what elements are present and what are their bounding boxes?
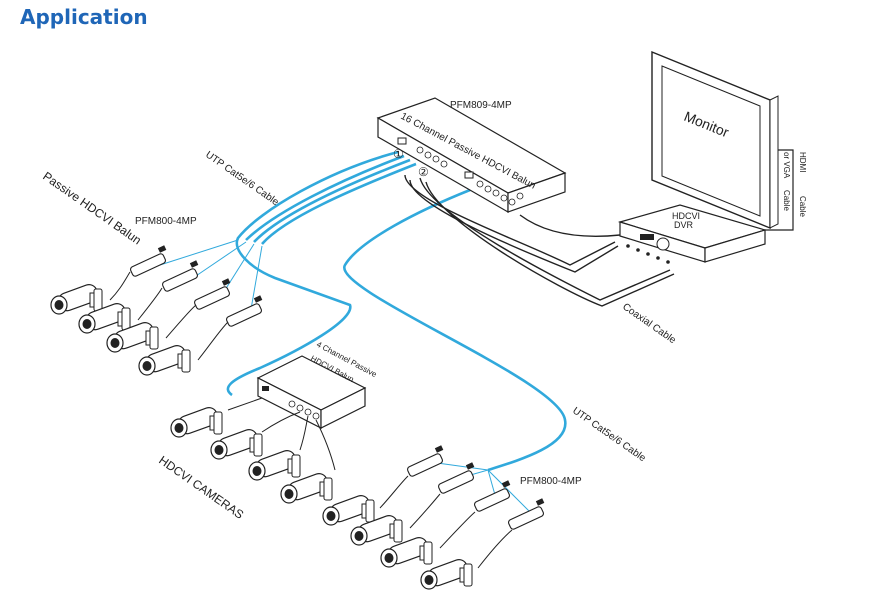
utp-cables [226, 150, 567, 472]
balun-4-box [256, 355, 367, 429]
marker-1: ① [393, 147, 404, 161]
camera [78, 300, 131, 334]
hdmi-label-2: Cable [798, 196, 807, 217]
camera [106, 319, 159, 353]
balun [193, 277, 231, 311]
hdmi-label-3: or VGA [782, 152, 791, 179]
hdmi-label-1: HDMI [798, 152, 807, 172]
camera [380, 534, 433, 568]
hdmi-label-4: Cable [782, 190, 791, 211]
dvr-label-1: HDCVI [672, 211, 700, 221]
balun [225, 294, 263, 328]
balun [437, 461, 475, 495]
pfm809-label: PFM809-4MP [450, 100, 512, 111]
middle-camera-group [170, 397, 336, 504]
pfm800-left-label: PFM800-4MP [135, 216, 197, 227]
coax-cables [404, 174, 675, 307]
dvr [617, 204, 768, 263]
dvr-label-2: DVR [674, 220, 694, 230]
marker-2: ② [418, 165, 429, 179]
utp-bottom-label: UTP Cat5e/6 Cable [570, 405, 648, 464]
balun [161, 259, 199, 293]
camera [170, 404, 223, 438]
camera [280, 470, 333, 504]
utp-top-label: UTP Cat5e/6 Cable [203, 149, 281, 208]
left-balun-group [50, 244, 263, 376]
cameras-label: HDCVI CAMERAS [156, 453, 246, 522]
balun [507, 497, 545, 531]
coaxial-label: Coaxial Cable [620, 301, 678, 346]
camera [138, 342, 191, 376]
passive-balun-label: Passive HDCVI Balun [40, 169, 144, 247]
bottom-balun-group [322, 444, 545, 590]
balun-16-box [376, 97, 567, 214]
camera [50, 281, 103, 315]
coax-dots [626, 244, 670, 264]
balun [129, 244, 167, 278]
monitor [651, 50, 779, 230]
hdmi-cable [760, 149, 794, 231]
pfm800-bottom-label: PFM800-4MP [520, 476, 582, 487]
page-title: Application [20, 5, 148, 29]
camera [350, 512, 403, 546]
balun [406, 444, 444, 478]
